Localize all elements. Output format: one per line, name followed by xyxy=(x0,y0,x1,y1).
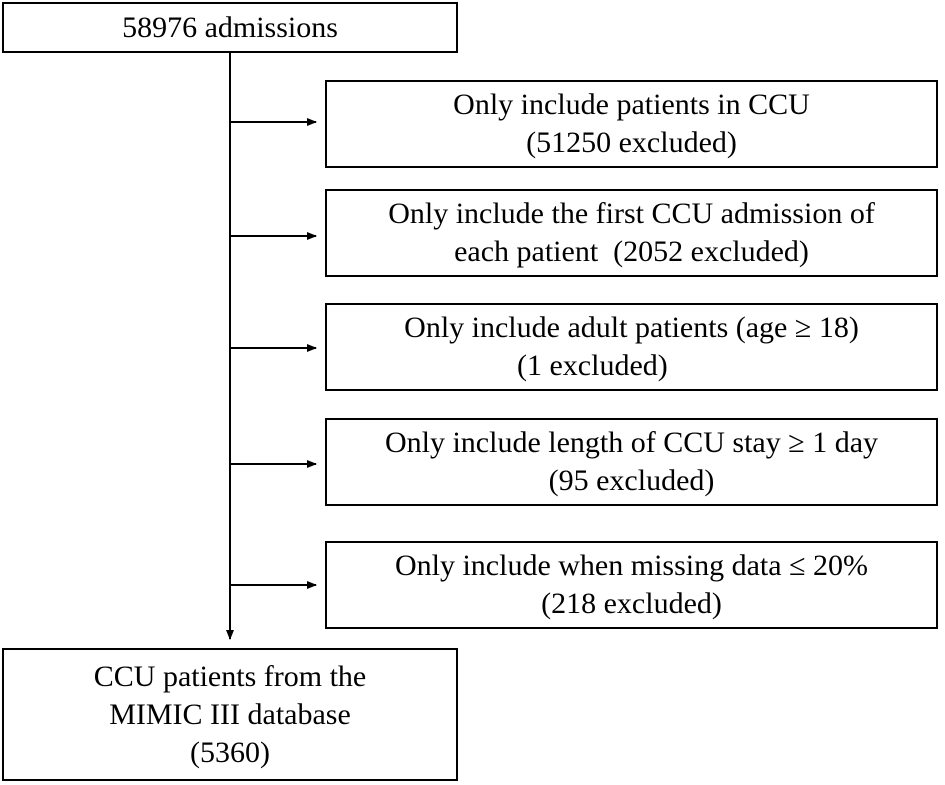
exclusion-count: (218 excluded) xyxy=(541,587,722,620)
exclusion-box-length-of-stay: Only include length of CCU stay ≥ 1 day … xyxy=(325,418,938,506)
exclusion-count: (1 excluded) xyxy=(517,349,668,382)
final-cohort-count: (5360) xyxy=(190,735,270,769)
exclusion-box-missing-data: Only include when missing data ≤ 20% (21… xyxy=(325,541,938,629)
exclusion-box-ccu: Only include patients in CCU (51250 excl… xyxy=(325,80,938,168)
final-cohort-line-1: CCU patients from the xyxy=(93,659,367,693)
final-cohort-line-2: MIMIC III database xyxy=(109,697,351,731)
exclusion-criterion: Only include length of CCU stay ≥ 1 day xyxy=(384,426,879,459)
exclusion-box-adult: Only include adult patients (age ≥ 18) (… xyxy=(325,303,938,391)
exclusion-count: each patient (2052 excluded) xyxy=(454,235,809,268)
exclusion-criterion: Only include when missing data ≤ 20% xyxy=(394,549,869,582)
exclusion-count: (95 excluded) xyxy=(548,464,715,497)
exclusion-box-first-admission: Only include the first CCU admission of … xyxy=(325,189,938,277)
exclusion-count: (51250 excluded) xyxy=(526,126,737,159)
final-cohort-box: CCU patients from the MIMIC III database… xyxy=(2,648,458,781)
start-box: 58976 admissions xyxy=(2,2,458,53)
exclusion-criterion: Only include the first CCU admission of xyxy=(388,197,875,230)
start-box-label: 58976 admissions xyxy=(122,10,338,44)
exclusion-criterion: Only include patients in CCU xyxy=(453,88,810,121)
exclusion-criterion: Only include adult patients (age ≥ 18) xyxy=(404,311,859,344)
